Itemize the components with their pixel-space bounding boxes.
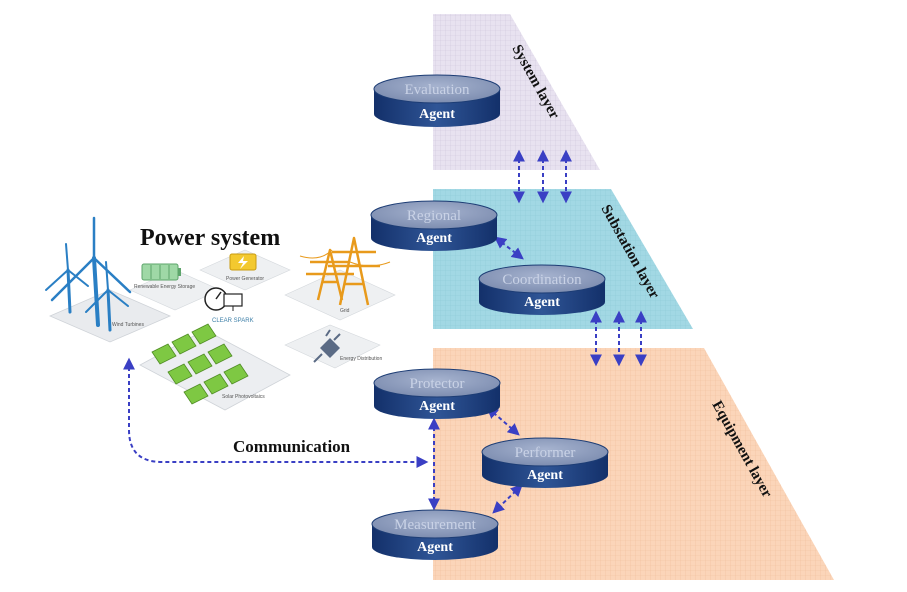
smart-meter-icon xyxy=(204,287,243,311)
substation-agent: Coordination Agent xyxy=(478,264,606,315)
power-system-illustration: Power system Wind Turbines xyxy=(45,216,396,411)
evaluation-agent: Evaluation Agent xyxy=(373,74,501,127)
solar-panel-icon xyxy=(151,323,249,405)
system-substation-arrows xyxy=(513,149,572,204)
brand-label: CLEAR SPARK xyxy=(212,318,254,324)
protector-agent: Protector Agent xyxy=(373,368,501,419)
generator-label: Power Generator xyxy=(226,276,264,282)
evaluation-agent-label: Agent xyxy=(419,107,455,122)
measurement-agent-name: Measurement xyxy=(394,517,476,533)
substation-agent-label: Agent xyxy=(524,295,560,310)
wind-turbine-icon xyxy=(45,216,132,332)
evaluation-agent-name: Evaluation xyxy=(405,82,470,98)
performer-agent-name: Performer xyxy=(515,445,576,461)
solar-label: Solar Photovoltaics xyxy=(222,394,265,400)
regional-agent-label: Agent xyxy=(416,231,452,246)
regional-agent-name: Regional xyxy=(407,208,461,224)
protector-agent-name: Protector xyxy=(410,376,465,392)
system-layer xyxy=(433,14,600,170)
plug-icon xyxy=(313,329,341,363)
measurement-agent-label: Agent xyxy=(417,540,453,555)
generator-icon xyxy=(229,253,257,271)
wind-turbines-label: Wind Turbines xyxy=(112,322,144,328)
battery-icon xyxy=(141,263,181,281)
substation-agent-name: Coordination xyxy=(502,272,582,288)
battery-label: Renewable Energy Storage xyxy=(134,284,195,290)
power-system-title: Power system xyxy=(140,225,280,251)
communication-label: Communication xyxy=(233,437,351,456)
regional-agent: Regional Agent xyxy=(370,200,498,251)
measurement-agent: Measurement Agent xyxy=(371,509,499,560)
substation-equipment-arrows xyxy=(590,310,647,367)
transmission-tower-icon xyxy=(299,236,391,306)
protector-agent-label: Agent xyxy=(419,399,455,414)
performer-agent: Performer Agent xyxy=(481,437,609,488)
agent-arrows xyxy=(123,236,524,514)
performer-agent-label: Agent xyxy=(527,468,563,483)
equipment-layer xyxy=(433,348,834,580)
grid-label: Grid xyxy=(340,308,350,314)
distribution-label: Energy Distribution xyxy=(340,356,382,362)
